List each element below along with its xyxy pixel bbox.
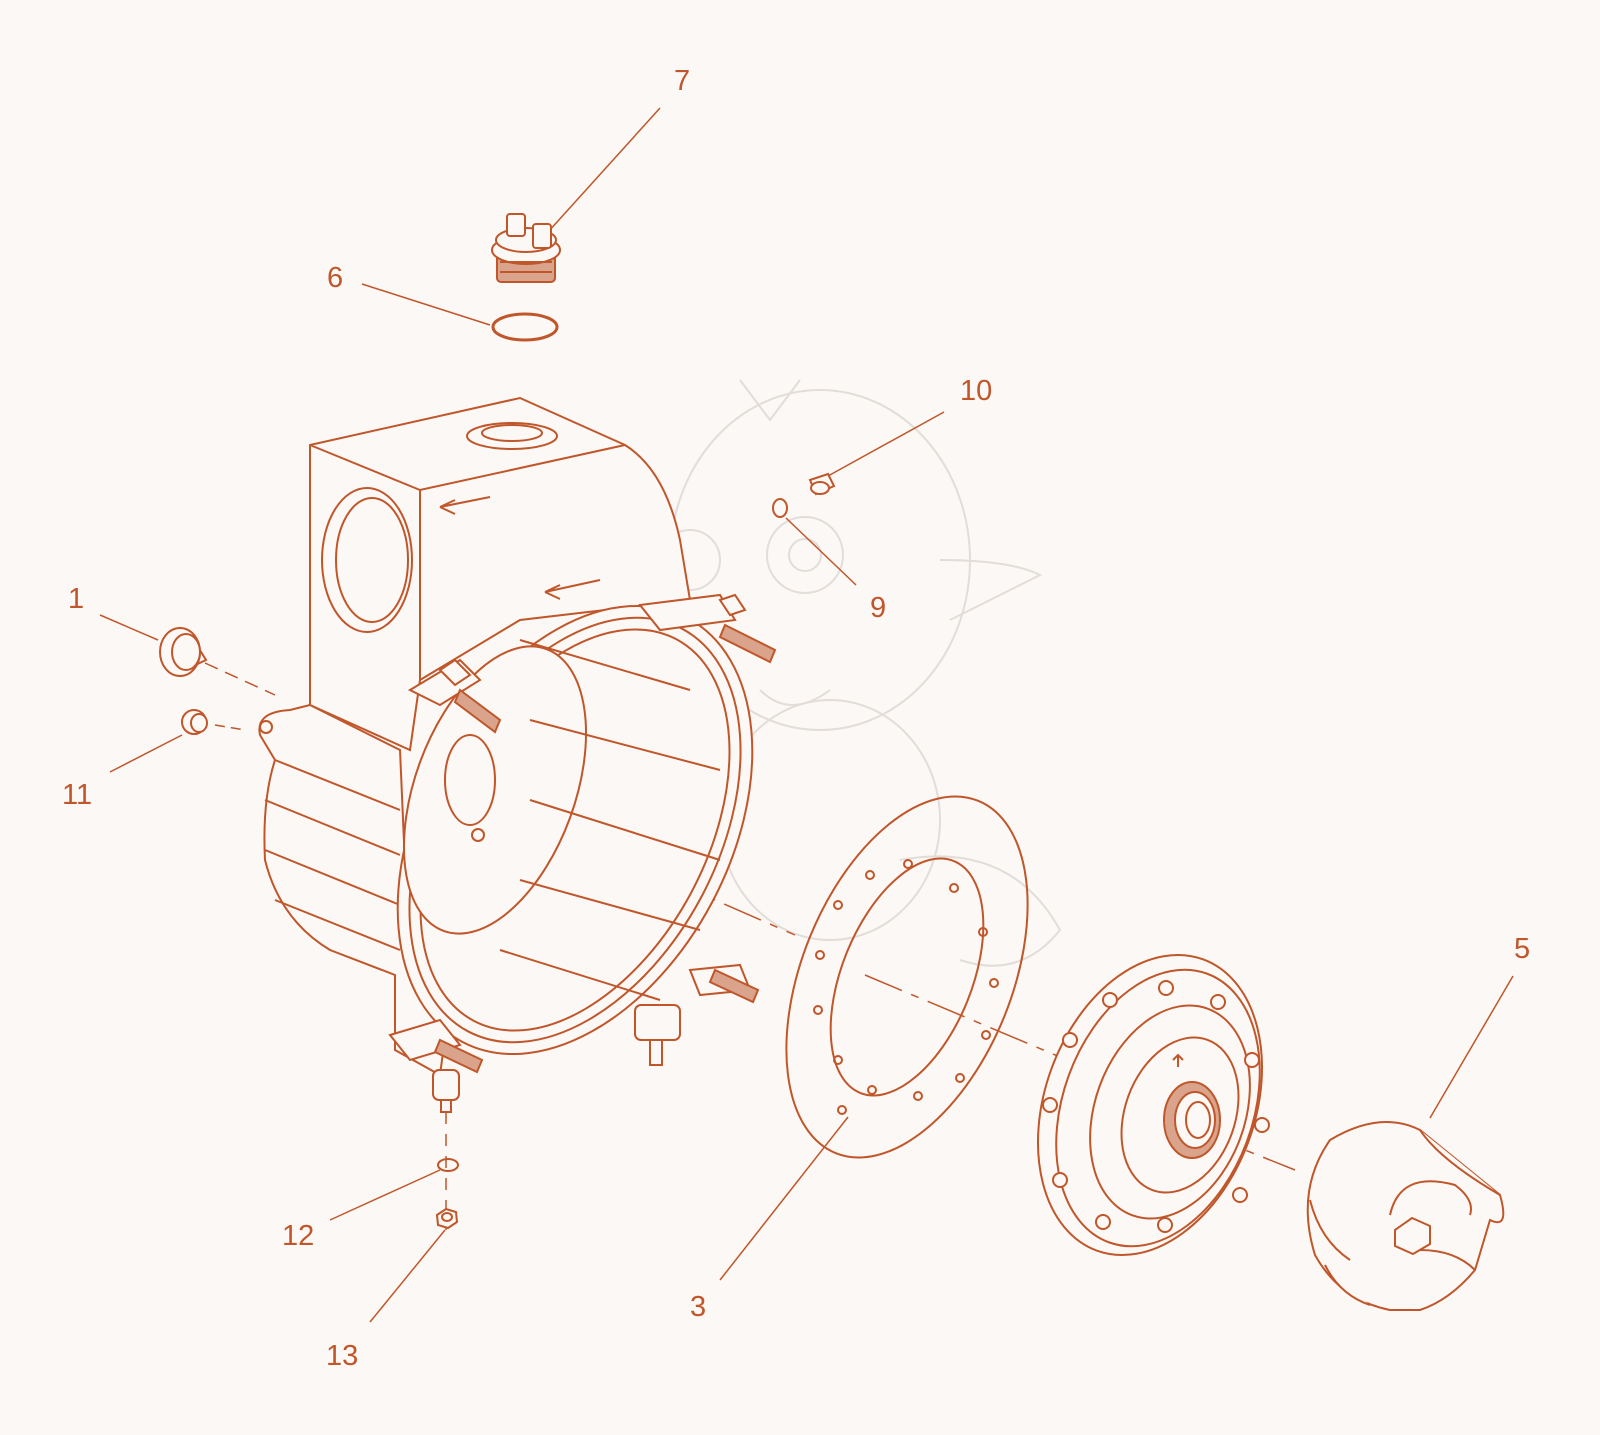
callout-9: 9 [870, 592, 886, 624]
callout-1: 1 [68, 583, 84, 615]
callout-3: 3 [690, 1291, 706, 1323]
callout-6: 6 [327, 262, 343, 294]
screw-plug-part-10 [808, 472, 836, 496]
o-ring-part-6 [491, 312, 559, 342]
callout-10: 10 [960, 375, 992, 407]
gasket-part-3 [785, 795, 1029, 1159]
pump-housing [258, 396, 777, 1113]
impeller-part-5 [1306, 1121, 1505, 1311]
callout-5: 5 [1514, 933, 1530, 965]
washer-part-9 [772, 498, 788, 518]
nut-part-13 [435, 1207, 459, 1230]
filler-plug-part-7 [491, 213, 561, 283]
callout-7: 7 [674, 65, 690, 97]
seal-cover-plate [1036, 953, 1270, 1257]
callout-12: 12 [282, 1220, 314, 1252]
callout-11: 11 [62, 779, 92, 811]
plug-part-11 [181, 709, 208, 735]
callout-13: 13 [326, 1340, 358, 1372]
washer-part-12 [437, 1158, 459, 1172]
bushing-part-1 [159, 627, 208, 677]
callout-labels: 1 3 5 6 7 9 10 11 12 13 [62, 65, 1530, 1372]
